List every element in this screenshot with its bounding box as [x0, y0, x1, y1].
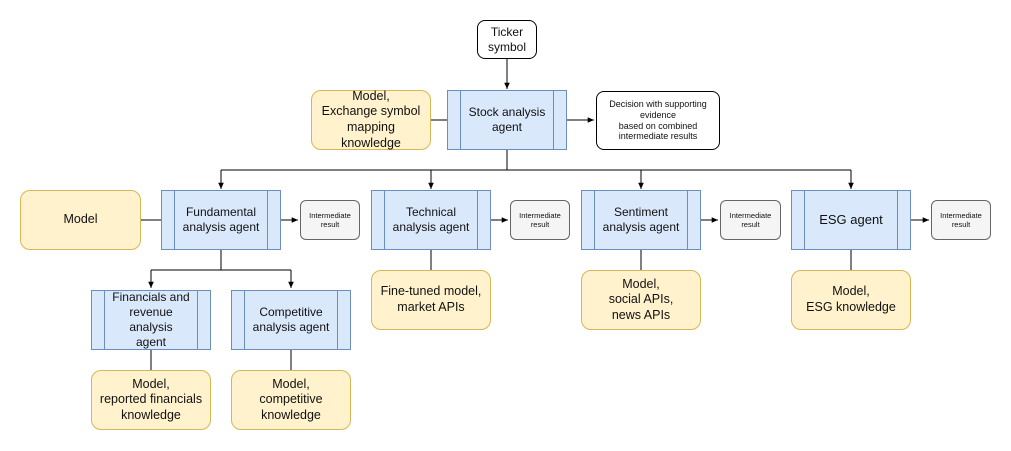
sentiment-analysis-agent-node: Sentiment analysis agent [581, 190, 701, 250]
fundamental-knowledge-node: Model [20, 190, 141, 250]
competitive-analysis-agent-node: Competitive analysis agent [231, 290, 351, 350]
stock-agent-knowledge-node: Model, Exchange symbol mapping knowledge [311, 89, 431, 150]
esg-intermediate-result-node: Intermediate result [931, 200, 991, 240]
sentiment-knowledge-node: Model, social APIs, news APIs [581, 270, 701, 330]
esg-agent-node: ESG agent [791, 190, 911, 250]
technical-intermediate-result-node: Intermediate result [510, 200, 570, 240]
stock-analysis-agent-node: Stock analysis agent [447, 90, 567, 150]
competitive-knowledge-node: Model, competitive knowledge [231, 370, 351, 430]
decision-output-node: Decision with supporting evidence based … [596, 91, 720, 150]
technical-knowledge-node: Fine-tuned model, market APIs [371, 270, 491, 330]
fundamental-intermediate-result-node: Intermediate result [300, 200, 360, 240]
sentiment-intermediate-result-node: Intermediate result [720, 200, 781, 240]
ticker-symbol-input-node: Ticker symbol [477, 20, 537, 59]
financials-revenue-agent-node: Financials and revenue analysis agent [91, 290, 211, 350]
fundamental-analysis-agent-node: Fundamental analysis agent [161, 190, 281, 250]
esg-knowledge-node: Model, ESG knowledge [791, 270, 911, 330]
technical-analysis-agent-node: Technical analysis agent [371, 190, 491, 250]
financials-knowledge-node: Model, reported financials knowledge [91, 370, 211, 430]
